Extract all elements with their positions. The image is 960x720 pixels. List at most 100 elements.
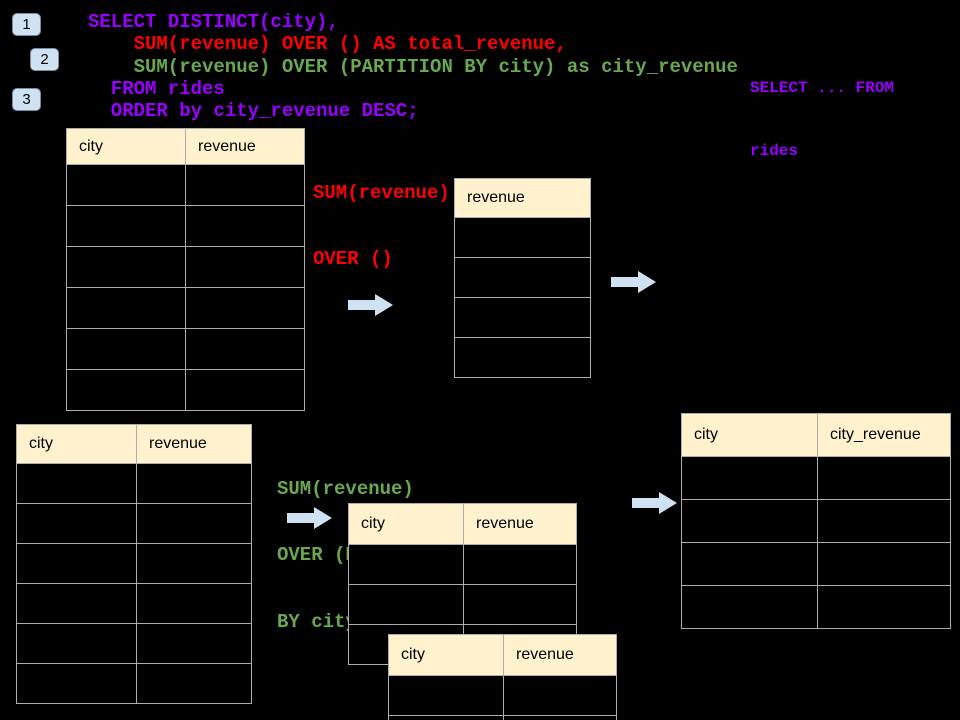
table-row bbox=[16, 583, 252, 624]
table-row bbox=[681, 456, 951, 500]
empty-cell bbox=[16, 543, 137, 584]
empty-cell bbox=[136, 623, 252, 664]
sql-code-block: SELECT DISTINCT(city), SUM(revenue) OVER… bbox=[88, 11, 738, 122]
table-header-row: city city_revenue bbox=[681, 413, 951, 457]
empty-cell bbox=[66, 369, 186, 411]
table-row bbox=[66, 205, 305, 247]
column-header-city: city bbox=[681, 413, 818, 457]
table-row bbox=[681, 499, 951, 543]
column-header-city: city bbox=[348, 503, 464, 545]
side-snippet: SELECT ... FROM rides bbox=[750, 36, 894, 204]
table-row bbox=[66, 164, 305, 206]
table-row bbox=[16, 503, 252, 544]
empty-cell bbox=[681, 585, 818, 629]
annotation-partition-line-1: SUM(revenue) bbox=[277, 477, 414, 500]
table-row bbox=[66, 287, 305, 329]
empty-cell bbox=[136, 663, 252, 704]
empty-cell bbox=[136, 543, 252, 584]
empty-cell bbox=[681, 542, 818, 586]
flow-arrow-partition-icon bbox=[287, 507, 332, 529]
empty-cell bbox=[66, 164, 186, 206]
flow-arrow-result-icon bbox=[632, 492, 677, 514]
empty-cell bbox=[388, 675, 504, 716]
column-header-revenue: revenue bbox=[454, 178, 591, 218]
table-total-revenue: revenue bbox=[454, 178, 591, 378]
annotation-total-window: SUM(revenue) OVER () bbox=[313, 137, 450, 315]
annotation-total-line-1: SUM(revenue) bbox=[313, 181, 450, 204]
empty-cell bbox=[66, 246, 186, 288]
sql-line-total: SUM(revenue) OVER () AS total_revenue, bbox=[133, 33, 567, 56]
empty-cell bbox=[185, 287, 305, 329]
table-row bbox=[66, 246, 305, 288]
table-row bbox=[348, 584, 577, 625]
empty-cell bbox=[348, 544, 464, 585]
step-badge-3: 3 bbox=[12, 88, 41, 111]
table-row bbox=[16, 663, 252, 704]
column-header-revenue: revenue bbox=[503, 634, 617, 676]
table-header-row: city revenue bbox=[66, 128, 305, 165]
table-row bbox=[681, 542, 951, 586]
column-header-city: city bbox=[16, 424, 137, 464]
column-header-city: city bbox=[388, 634, 504, 676]
empty-cell bbox=[454, 297, 591, 338]
empty-cell bbox=[817, 456, 951, 500]
column-header-revenue: revenue bbox=[185, 128, 305, 165]
empty-cell bbox=[16, 463, 137, 504]
empty-cell bbox=[66, 287, 186, 329]
column-header-revenue: revenue bbox=[463, 503, 577, 545]
empty-cell bbox=[817, 585, 951, 629]
empty-cell bbox=[463, 584, 577, 625]
empty-cell bbox=[681, 456, 818, 500]
table-row bbox=[16, 543, 252, 584]
side-snippet-line-2: rides bbox=[750, 142, 799, 160]
table-row bbox=[348, 544, 577, 585]
step-badge-1: 1 bbox=[12, 13, 41, 36]
empty-cell bbox=[16, 583, 137, 624]
table-row bbox=[454, 297, 591, 338]
empty-cell bbox=[454, 337, 591, 378]
sql-line-order: ORDER by city_revenue DESC; bbox=[110, 100, 419, 123]
step-badge-2: 2 bbox=[30, 48, 59, 71]
empty-cell bbox=[66, 328, 186, 370]
column-header-revenue: revenue bbox=[136, 424, 252, 464]
empty-cell bbox=[16, 623, 137, 664]
table-row bbox=[388, 715, 617, 720]
table-row bbox=[681, 585, 951, 629]
table-partition-second: city revenue bbox=[388, 634, 617, 720]
empty-cell bbox=[136, 583, 252, 624]
empty-cell bbox=[463, 544, 577, 585]
empty-cell bbox=[454, 217, 591, 258]
table-row bbox=[66, 369, 305, 411]
flow-arrow-total-icon bbox=[348, 294, 393, 316]
column-header-city: city bbox=[66, 128, 186, 165]
empty-cell bbox=[16, 503, 137, 544]
empty-cell bbox=[16, 663, 137, 704]
empty-cell bbox=[348, 584, 464, 625]
empty-cell bbox=[185, 328, 305, 370]
table-row bbox=[66, 328, 305, 370]
table-row bbox=[16, 463, 252, 504]
table-result: city city_revenue bbox=[681, 413, 951, 629]
empty-cell bbox=[503, 715, 617, 720]
table-row bbox=[454, 337, 591, 378]
annotation-total-line-2: OVER () bbox=[313, 248, 393, 271]
table-header-row: city revenue bbox=[16, 424, 252, 464]
empty-cell bbox=[185, 205, 305, 247]
empty-cell bbox=[66, 205, 186, 247]
table-header-row: city revenue bbox=[388, 634, 617, 676]
flow-arrow-total-result-icon bbox=[611, 271, 656, 293]
empty-cell bbox=[185, 246, 305, 288]
empty-cell bbox=[136, 463, 252, 504]
empty-cell bbox=[136, 503, 252, 544]
empty-cell bbox=[388, 715, 504, 720]
table-row bbox=[388, 675, 617, 716]
empty-cell bbox=[454, 257, 591, 298]
sql-line-from: FROM rides bbox=[110, 77, 225, 100]
empty-cell bbox=[185, 369, 305, 411]
table-source-bottom: city revenue bbox=[16, 424, 252, 704]
empty-cell bbox=[817, 499, 951, 543]
column-header-city-revenue: city_revenue bbox=[817, 413, 951, 457]
table-row bbox=[454, 257, 591, 298]
table-row bbox=[16, 623, 252, 664]
